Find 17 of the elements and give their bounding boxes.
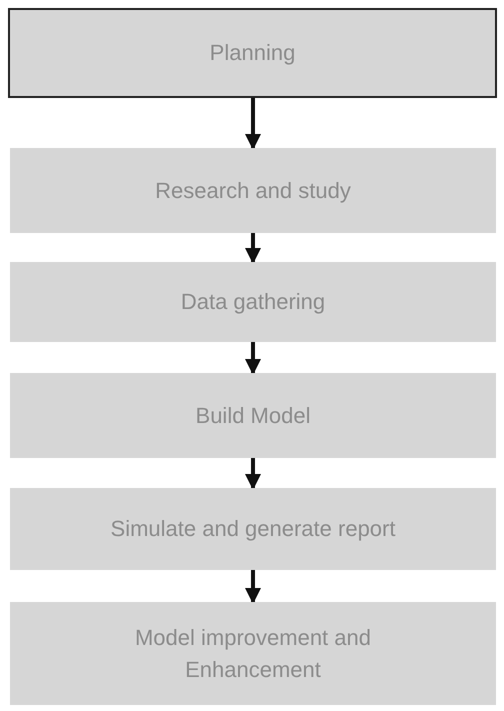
arrow bbox=[245, 458, 261, 490]
step-label: Simulate and generate report bbox=[110, 515, 396, 543]
arrow bbox=[245, 570, 261, 604]
step-label: Model improvement and Enhancement bbox=[134, 624, 372, 684]
step-label: Planning bbox=[210, 39, 296, 67]
process-box bbox=[10, 373, 496, 458]
process-box bbox=[10, 148, 496, 233]
process-box bbox=[8, 8, 497, 98]
step-label: Build Model bbox=[196, 402, 310, 430]
process-box bbox=[10, 488, 496, 570]
process-box bbox=[10, 262, 496, 342]
process-box bbox=[10, 602, 496, 705]
step-label: Data gathering bbox=[180, 288, 326, 316]
arrow bbox=[245, 233, 261, 264]
step-label: Research and study bbox=[155, 176, 351, 205]
arrow bbox=[245, 98, 261, 150]
arrow bbox=[245, 342, 261, 375]
